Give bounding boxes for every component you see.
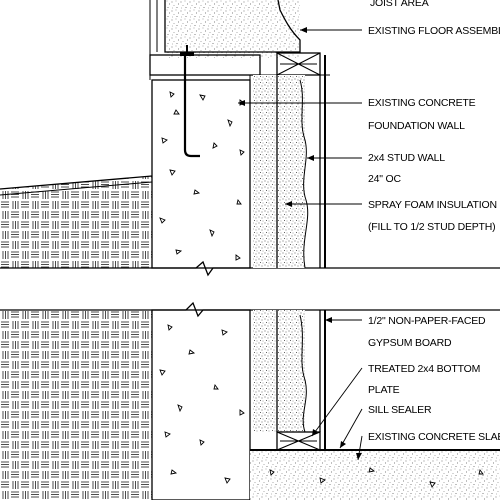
label-foundation-line1: EXISTING CONCRETE	[368, 97, 476, 109]
label-sill-sealer: SILL SEALER	[368, 404, 432, 416]
label-spray-foam-line2: (FILL TO 1/2 STUD DEPTH)	[368, 221, 495, 233]
label-foundation-line2: FOUNDATION WALL	[368, 120, 465, 132]
foam-wavy-edge	[299, 79, 309, 433]
grade-line-lower	[0, 181, 153, 196]
leader-arrowheads	[238, 27, 362, 460]
earth-fill-lower	[0, 310, 152, 500]
concrete-slab	[250, 450, 500, 500]
slab-aggregate-marks	[269, 467, 484, 488]
foundation-wall-upper	[151, 79, 251, 269]
label-stud-wall-line2: 24" OC	[368, 173, 401, 185]
top-plate-grain	[276, 52, 321, 76]
floor-assembly-outline	[164, 0, 301, 53]
label-stud-wall-line1: 2x4 STUD WALL	[368, 152, 445, 164]
spray-foam-upper	[253, 75, 305, 268]
label-bottom-plate-line2: PLATE	[368, 384, 400, 396]
label-gypsum-line2: GYPSUM BOARD	[368, 337, 452, 349]
label-bottom-plate-line1: TREATED 2x4 BOTTOM	[368, 363, 480, 375]
label-joist-area: JOIST AREA	[370, 0, 429, 9]
earth-fill-upper	[0, 176, 152, 268]
concrete-aggregate-marks	[159, 91, 245, 484]
label-spray-foam-line1: SPRAY FOAM INSULATION	[368, 199, 497, 211]
joist-lines	[149, 0, 158, 80]
label-floor-assembly: EXISTING FLOOR ASSEMBLY	[368, 25, 500, 37]
label-gypsum-line1: 1/2" NON-PAPER-FACED	[368, 315, 486, 327]
grade-line	[0, 175, 153, 190]
foundation-wall-lower	[151, 309, 251, 500]
break-line-lower	[0, 301, 500, 318]
stud-wall-lines	[276, 75, 321, 432]
anchor-bolt	[180, 45, 200, 158]
spray-foam-lower	[253, 310, 305, 432]
label-concrete-slab: EXISTING CONCRETE SLAB	[368, 431, 500, 443]
